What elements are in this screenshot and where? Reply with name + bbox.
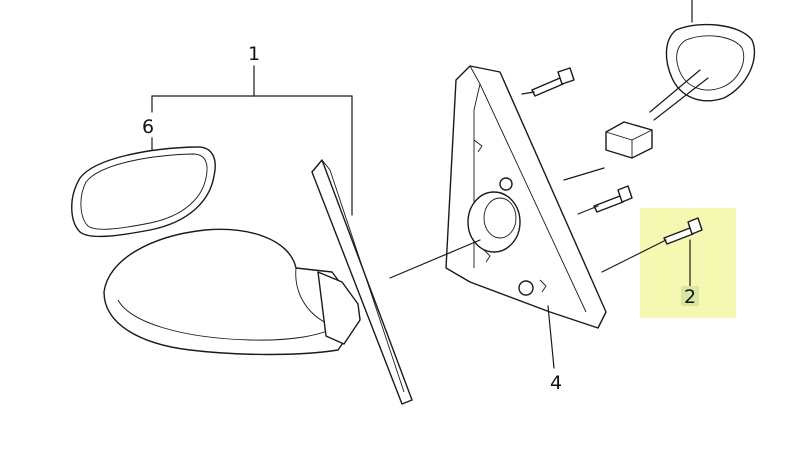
callout-2[interactable]: 2 [684,286,696,308]
callout-2-box [681,286,699,306]
callout-4: 4 [550,372,562,394]
middle-bolt[interactable] [593,185,633,213]
upper-bolt[interactable] [531,67,575,97]
mirror-glass[interactable] [71,146,216,238]
callout-6: 6 [142,116,154,138]
callout-1: 1 [248,43,260,65]
bolt-part-2[interactable] [663,217,703,245]
mirror-housing[interactable] [103,159,413,405]
mirror-bracket[interactable] [445,65,607,329]
wiring-harness[interactable] [605,0,756,159]
leader-lines [151,65,691,369]
